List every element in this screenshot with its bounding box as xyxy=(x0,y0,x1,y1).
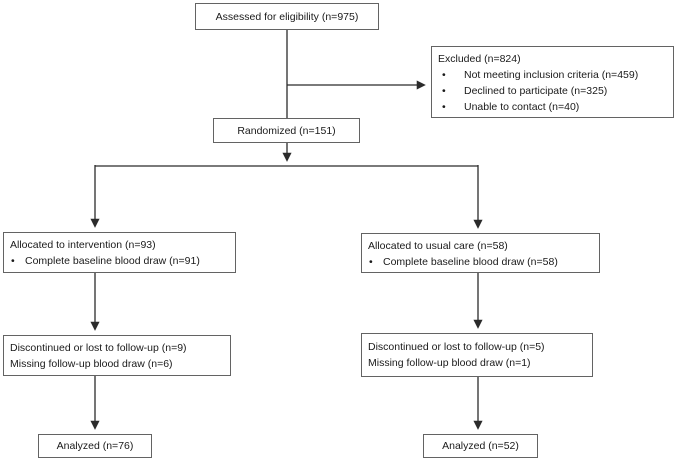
excluded-bullet-item: • Declined to participate (n=325) xyxy=(438,83,667,99)
bullet-icon: • xyxy=(442,101,446,113)
box-allocated-intervention: Allocated to intervention (n=93) • Compl… xyxy=(3,232,236,273)
bullet-icon: • xyxy=(442,85,446,97)
allocated-usual-care-bullet-text: Complete baseline blood draw (n=58) xyxy=(383,256,558,268)
analyzed-intervention-label: Analyzed (n=76) xyxy=(56,440,134,452)
bullet-icon: • xyxy=(442,69,446,81)
excluded-bullet-text: Declined to participate (n=325) xyxy=(464,85,608,97)
assessed-label: Assessed for eligibility (n=975) xyxy=(215,10,359,23)
box-allocated-usual-care: Allocated to usual care (n=58) • Complet… xyxy=(361,233,600,273)
box-excluded: Excluded (n=824) • Not meeting inclusion… xyxy=(431,46,674,118)
box-randomized: Randomized (n=151) xyxy=(213,118,360,143)
allocated-intervention-bullet-item: • Complete baseline blood draw (n=91) xyxy=(10,253,229,269)
excluded-bullet-text: Not meeting inclusion criteria (n=459) xyxy=(464,69,639,81)
box-assessed-for-eligibility: Assessed for eligibility (n=975) xyxy=(195,3,379,30)
excluded-bullet-item: • Unable to contact (n=40) xyxy=(438,99,667,115)
analyzed-usual-care-label: Analyzed (n=52) xyxy=(442,440,519,452)
excluded-bullet-item: • Not meeting inclusion criteria (n=459) xyxy=(438,67,667,83)
box-analyzed-intervention: Analyzed (n=76) xyxy=(38,434,152,458)
excluded-title: Excluded (n=824) xyxy=(438,53,521,65)
box-discontinued-usual-care: Discontinued or lost to follow-up (n=5) … xyxy=(361,333,593,377)
box-discontinued-intervention: Discontinued or lost to follow-up (n=9) … xyxy=(3,335,231,376)
excluded-bullet-text: Unable to contact (n=40) xyxy=(464,101,580,113)
discontinued-intervention-line: Discontinued or lost to follow-up (n=9) xyxy=(10,342,187,354)
allocated-usual-care-title: Allocated to usual care (n=58) xyxy=(368,240,508,252)
allocated-intervention-bullet-text: Complete baseline blood draw (n=91) xyxy=(25,255,200,267)
allocated-usual-care-bullet-item: • Complete baseline blood draw (n=58) xyxy=(368,254,593,270)
randomized-label: Randomized (n=151) xyxy=(237,124,336,137)
discontinued-usual-care-line: Discontinued or lost to follow-up (n=5) xyxy=(368,341,545,353)
box-analyzed-usual-care: Analyzed (n=52) xyxy=(423,434,538,458)
bullet-icon: • xyxy=(11,255,15,267)
allocated-intervention-title: Allocated to intervention (n=93) xyxy=(10,239,156,251)
bullet-icon: • xyxy=(369,256,373,268)
discontinued-usual-care-line: Missing follow-up blood draw (n=1) xyxy=(368,357,531,369)
discontinued-intervention-line: Missing follow-up blood draw (n=6) xyxy=(10,358,173,370)
